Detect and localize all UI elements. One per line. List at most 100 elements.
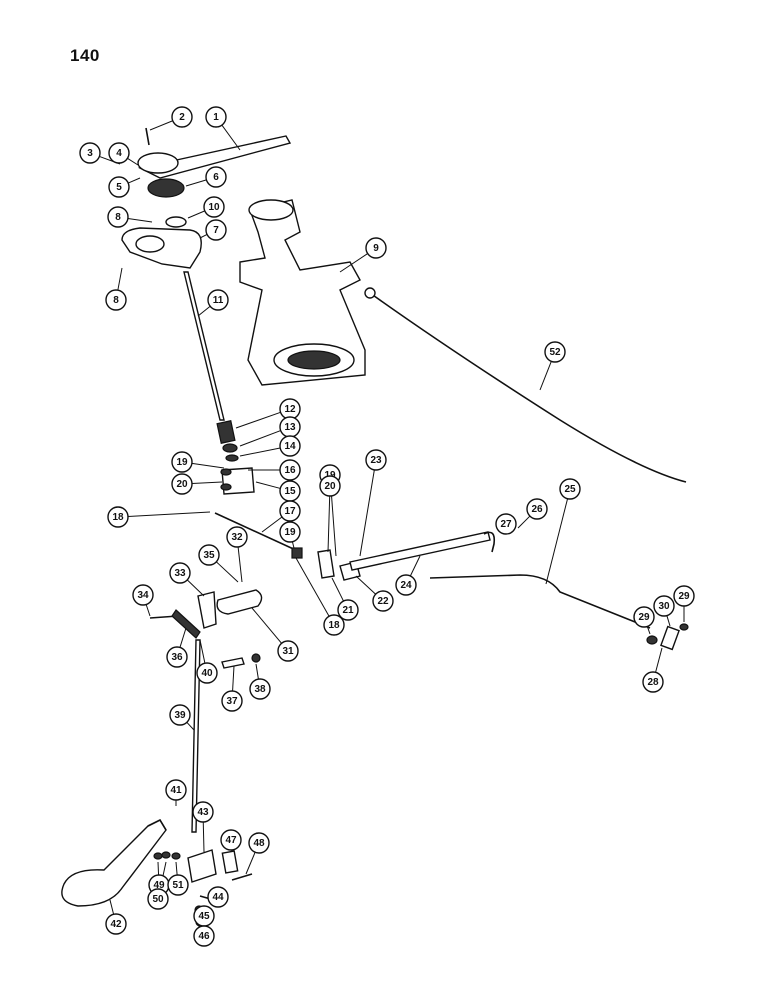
leader-line-51: [175, 861, 178, 876]
callout-22: 22: [372, 590, 394, 612]
callout-24: 24: [395, 574, 417, 596]
leader-line-28: [655, 647, 663, 673]
callout-label: 8: [115, 212, 121, 223]
callout-circle: [108, 176, 130, 198]
callout-12: 12: [279, 398, 301, 420]
callout-26: 26: [526, 498, 548, 520]
leader-line-34: [145, 604, 151, 617]
leader-line-9: [339, 253, 368, 273]
callout-label: 22: [377, 596, 389, 607]
callout-circle: [205, 166, 227, 188]
pedal-bracket: [147, 818, 167, 831]
leader-line-22: [355, 575, 377, 595]
callout-50: 50: [147, 888, 169, 910]
callout-27: 27: [495, 513, 517, 535]
callout-circle: [544, 341, 566, 363]
leader-line-17: [261, 516, 283, 533]
leader-line-43: [202, 821, 205, 853]
callouts: 1234567889101112131415161718181919192020…: [79, 106, 695, 947]
callout-8: 8: [105, 289, 127, 311]
callout-20: 20: [319, 475, 341, 497]
callout-label: 18: [328, 620, 340, 631]
leader-line-14: [239, 447, 281, 457]
callout-label: 19: [284, 527, 296, 538]
spring: [216, 420, 236, 444]
callout-circle: [279, 500, 301, 522]
leader-line-10: [187, 210, 205, 219]
callout-circle: [169, 704, 191, 726]
callout-36: 36: [166, 646, 188, 668]
callout-label: 9: [373, 243, 379, 254]
callout-43: 43: [192, 801, 214, 823]
callout-label: 6: [213, 172, 219, 183]
callout-label: 25: [564, 484, 576, 495]
callout-label: 39: [174, 710, 186, 721]
callout-circle: [207, 289, 229, 311]
callout-label: 12: [284, 404, 296, 415]
callout-label: 18: [112, 512, 124, 523]
callout-label: 29: [638, 612, 650, 623]
callout-label: 43: [197, 807, 209, 818]
callout-circle: [171, 473, 193, 495]
callout-19: 19: [279, 521, 301, 543]
callout-label: 42: [110, 919, 122, 930]
callout-label: 32: [231, 532, 243, 543]
mount-plate: [197, 591, 217, 629]
callout-28: 28: [642, 671, 664, 693]
callout-circle: [105, 289, 127, 311]
leader-line-26: [517, 515, 531, 529]
leader-line-2: [149, 120, 173, 131]
leader-line-48: [245, 852, 256, 875]
callout-44: 44: [207, 886, 229, 908]
leader-line-15: [255, 481, 281, 489]
callout-9: 9: [365, 237, 387, 259]
leader-line-38: [255, 663, 259, 680]
callout-label: 8: [113, 295, 119, 306]
callout-label: 49: [153, 880, 165, 891]
callout-label: 52: [549, 347, 561, 358]
callout-11: 11: [207, 289, 229, 311]
callout-circle: [79, 142, 101, 164]
callout-label: 14: [284, 441, 296, 452]
callout-40: 40: [196, 662, 218, 684]
callout-circle: [108, 142, 130, 164]
callout-5: 5: [108, 176, 130, 198]
callout-52: 52: [544, 341, 566, 363]
callout-label: 21: [342, 605, 354, 616]
leader-line-11: [197, 305, 211, 317]
callout-circle: [167, 874, 189, 896]
callout-39: 39: [169, 704, 191, 726]
callout-46: 46: [193, 925, 215, 947]
leader-line-35: [215, 561, 239, 583]
callout-label: 40: [201, 668, 213, 679]
callout-circle: [166, 646, 188, 668]
callout-label: 28: [647, 677, 659, 688]
callout-45: 45: [193, 905, 215, 927]
callout-label: 35: [203, 550, 215, 561]
callout-circle: [207, 886, 229, 908]
leader-line-20: [327, 495, 331, 553]
leader-line-42: [109, 899, 115, 915]
callout-51: 51: [167, 874, 189, 896]
callout-circle: [277, 640, 299, 662]
callout-circle: [279, 435, 301, 457]
callout-circle: [165, 779, 187, 801]
callout-label: 11: [213, 295, 224, 306]
callout-29: 29: [633, 606, 655, 628]
callout-circle: [221, 690, 243, 712]
callout-17: 17: [279, 500, 301, 522]
callout-label: 15: [284, 486, 296, 497]
leader-line-40: [199, 639, 206, 664]
lever-hub: [137, 152, 179, 174]
callout-label: 2: [179, 112, 185, 123]
callout-label: 47: [225, 835, 237, 846]
callout-label: 31: [282, 646, 294, 657]
callout-circle: [196, 662, 218, 684]
callout-16: 16: [279, 459, 301, 481]
callout-14: 14: [279, 435, 301, 457]
callout-29: 29: [673, 585, 695, 607]
callout-label: 13: [284, 422, 296, 433]
callout-circle: [226, 526, 248, 548]
callout-13: 13: [279, 416, 301, 438]
leader-line-33: [186, 579, 205, 597]
